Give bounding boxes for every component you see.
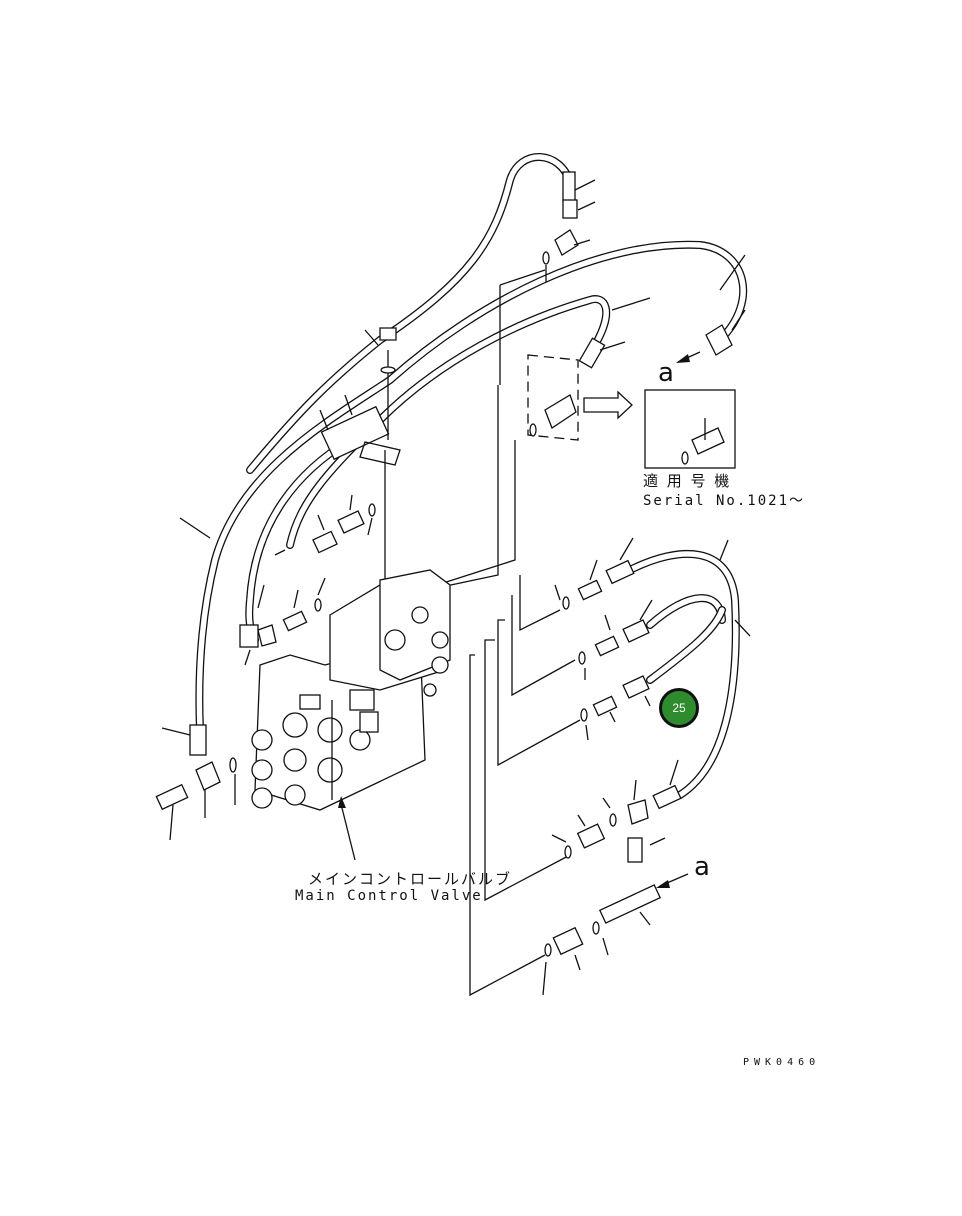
- callout-a-label: a: [658, 358, 674, 388]
- detail-caption-en: Serial No.1021～: [643, 493, 806, 509]
- right-fittings: [542, 537, 751, 996]
- valve-label-en: Main Control Valve: [295, 888, 483, 904]
- upper-hose-bundle: [195, 153, 748, 734]
- detail-callout-arrow: [527, 351, 701, 441]
- part-number-badge[interactable]: 25: [659, 688, 699, 728]
- detail-box: [644, 389, 736, 469]
- top-fittings: [542, 171, 746, 369]
- drawing-code: PWK0460: [743, 1057, 821, 1068]
- main-control-valve: [251, 569, 451, 861]
- valve-label-jp: メインコントロールバルブ: [308, 870, 513, 888]
- callout-a-label-bottom: a: [694, 852, 710, 882]
- left-fittings: [155, 494, 376, 841]
- right-hoses: [626, 549, 740, 799]
- leader-lines: [379, 269, 581, 997]
- detail-caption-jp: 適 用 号 機: [643, 472, 732, 490]
- hose-clamp: [319, 327, 401, 600]
